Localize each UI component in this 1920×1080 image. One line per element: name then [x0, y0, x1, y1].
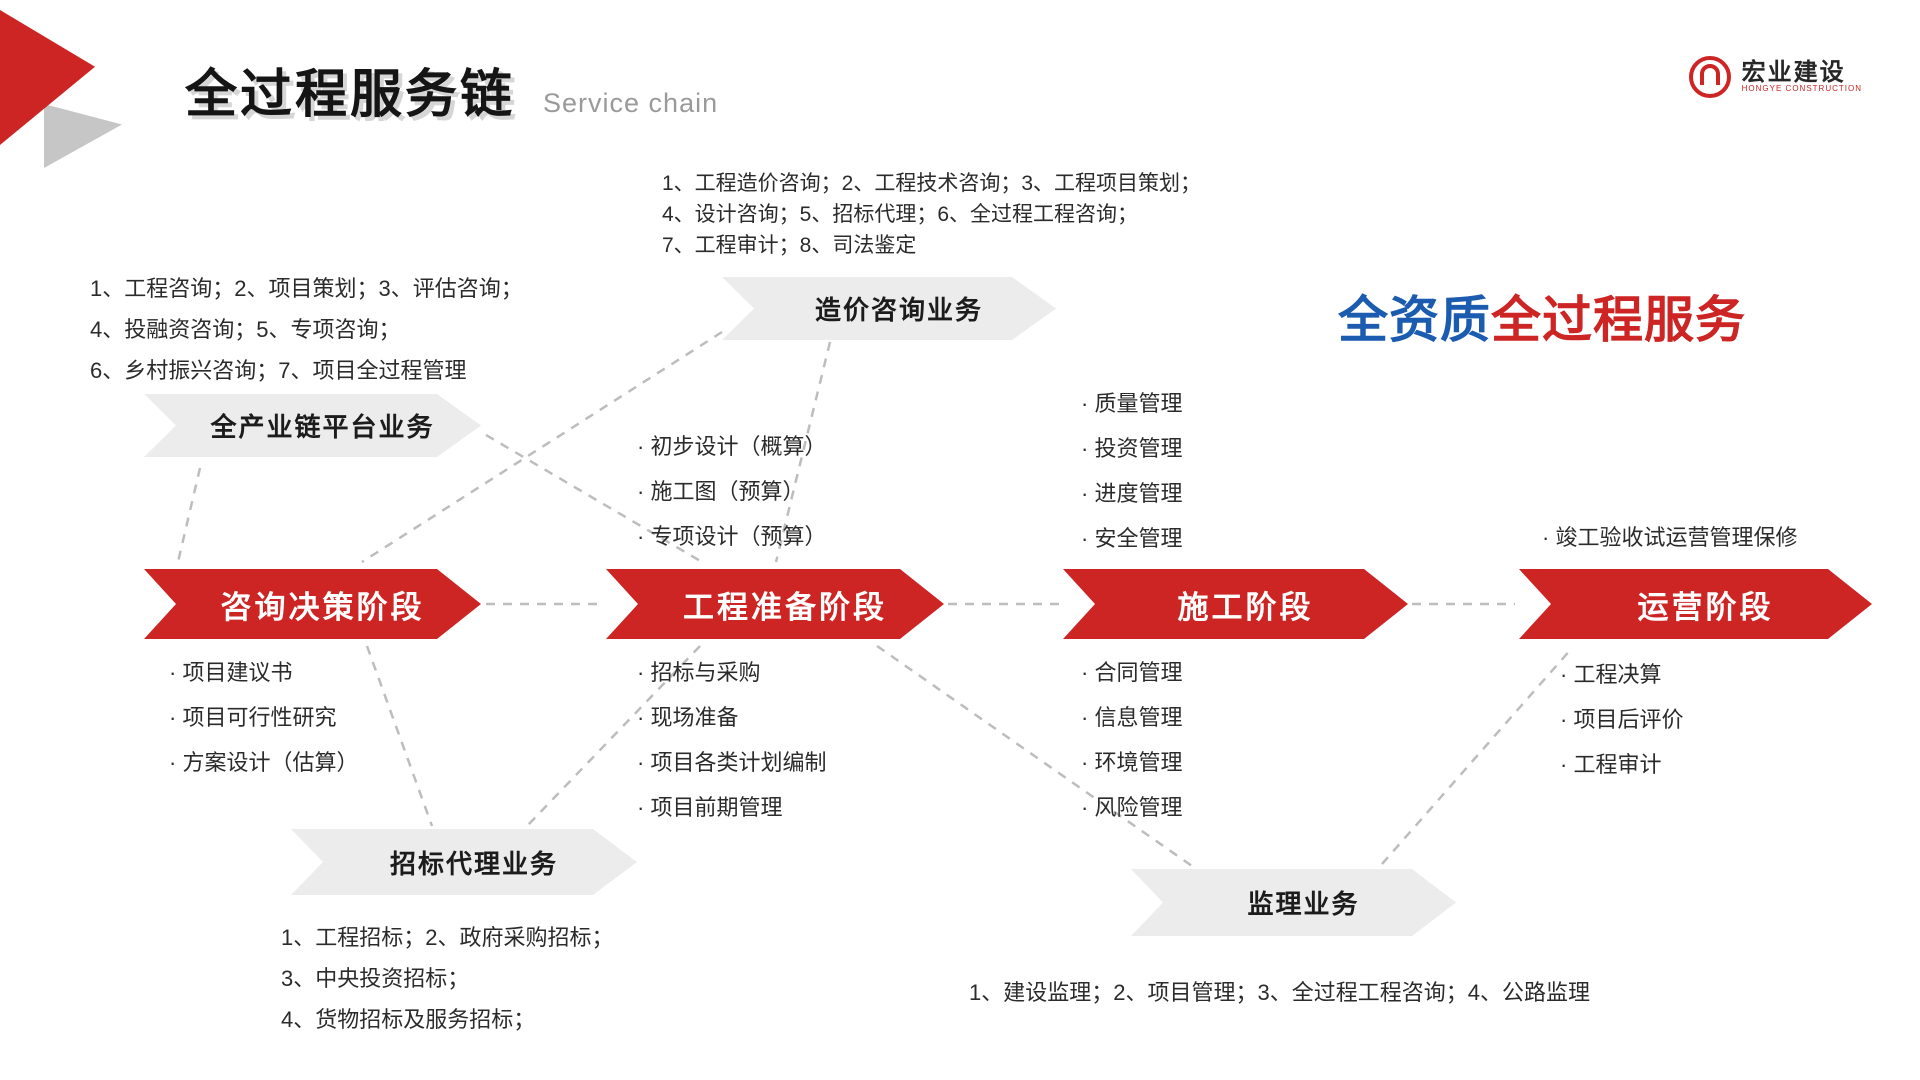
list-item: · 项目各类计划编制 — [637, 750, 827, 775]
banner-platform-business: 全产业链平台业务 — [144, 394, 481, 457]
banner-label: 造价咨询业务 — [814, 295, 983, 325]
logo-name: 宏业建设 — [1741, 59, 1846, 87]
list-item: · 项目前期管理 — [637, 795, 783, 820]
note-line: 7、工程审计；8、司法鉴定 — [662, 234, 917, 257]
list-item: · 方案设计（估算） — [169, 750, 359, 775]
stage-arrow-consulting: 咨询决策阶段 — [144, 569, 481, 639]
list-operation-above: · 竣工验收试运营管理保修 — [1542, 515, 1797, 560]
list-item: · 项目可行性研究 — [169, 705, 337, 730]
stage-label: 运营阶段 — [1637, 589, 1774, 625]
list-item: · 工程决算 — [1560, 662, 1662, 687]
banner-cost-consulting: 造价咨询业务 — [722, 277, 1056, 340]
headline: 全资质全过程服务 — [1338, 280, 1746, 352]
list-item: · 竣工验收试运营管理保修 — [1542, 525, 1798, 550]
list-item: · 招标与采购 — [637, 660, 761, 685]
note-line: 4、设计咨询；5、招标代理；6、全过程工程咨询； — [662, 203, 1139, 226]
note-line: 4、投融资咨询；5、专项咨询； — [90, 317, 401, 342]
list-item: · 进度管理 — [1081, 481, 1183, 506]
stage-label: 工程准备阶段 — [683, 589, 887, 625]
page-title: 全过程服务链 — [185, 66, 516, 124]
list-construction-above: · 质量管理 · 投资管理 · 进度管理 · 安全管理 — [1081, 381, 1182, 561]
note-line: 1、工程咨询；2、项目策划；3、评估咨询； — [90, 276, 523, 301]
list-item: · 施工图（预算） — [637, 479, 805, 504]
banner-label: 监理业务 — [1247, 889, 1360, 919]
stage-arrow-construction: 施工阶段 — [1063, 569, 1408, 639]
list-construction-below: · 合同管理 · 信息管理 · 环境管理 · 风险管理 — [1081, 650, 1182, 830]
list-item: · 安全管理 — [1081, 526, 1183, 551]
logo-subtext: HONGYE CONSTRUCTION — [1741, 84, 1862, 94]
list-preparation-above: · 初步设计（概算） · 施工图（预算） · 专项设计（预算） — [637, 424, 826, 559]
stage-label: 施工阶段 — [1177, 589, 1314, 625]
logo-icon — [1688, 56, 1731, 98]
list-item: · 专项设计（预算） — [637, 524, 827, 549]
list-item: · 投资管理 — [1081, 436, 1183, 461]
list-preparation-below: · 招标与采购 · 现场准备 · 项目各类计划编制 · 项目前期管理 — [637, 650, 826, 830]
note-bidding-agency: 1、工程招标；2、政府采购招标； 3、中央投资招标； 4、货物招标及服务招标； — [281, 917, 613, 1040]
note-platform-business: 1、工程咨询；2、项目策划；3、评估咨询； 4、投融资咨询；5、专项咨询； 6、… — [90, 268, 523, 391]
list-operation-below: · 工程决算 · 项目后评价 · 工程审计 — [1560, 652, 1683, 787]
note-line: 3、中央投资招标； — [281, 966, 470, 991]
list-item: · 风险管理 — [1081, 795, 1183, 820]
logo: 宏业建设 HONGYE CONSTRUCTION — [1687, 54, 1862, 100]
header: 全过程服务链 Service chain — [185, 52, 718, 127]
stage-arrow-preparation: 工程准备阶段 — [606, 569, 944, 639]
note-line: 6、乡村振兴咨询；7、项目全过程管理 — [90, 358, 467, 383]
banner-bidding-agency: 招标代理业务 — [291, 829, 637, 895]
banner-label: 全产业链平台业务 — [210, 412, 435, 442]
list-item: · 项目后评价 — [1560, 707, 1684, 732]
note-supervision: 1、建设监理；2、项目管理；3、全过程工程咨询；4、公路监理 — [969, 975, 1590, 1007]
list-item: · 项目建议书 — [169, 660, 293, 685]
headline-blue: 全资质 — [1338, 292, 1491, 348]
list-item: · 质量管理 — [1081, 391, 1183, 416]
stage-label: 咨询决策阶段 — [220, 589, 425, 625]
list-item: · 现场准备 — [637, 705, 739, 730]
note-line: 1、工程造价咨询；2、工程技术咨询；3、工程项目策划； — [662, 172, 1202, 195]
stage-arrow-operation: 运营阶段 — [1519, 569, 1872, 639]
list-item: · 工程审计 — [1560, 752, 1662, 777]
banner-label: 招标代理业务 — [389, 848, 558, 879]
banner-supervision: 监理业务 — [1131, 869, 1456, 936]
note-line: 1、工程招标；2、政府采购招标； — [281, 925, 614, 950]
list-consulting-below: · 项目建议书 · 项目可行性研究 · 方案设计（估算） — [169, 650, 358, 785]
list-item: · 环境管理 — [1081, 750, 1183, 775]
note-cost-consulting: 1、工程造价咨询；2、工程技术咨询；3、工程项目策划； 4、设计咨询；5、招标代… — [662, 168, 1201, 261]
note-line: 1、建设监理；2、项目管理；3、全过程工程咨询；4、公路监理 — [969, 980, 1590, 1005]
list-item: · 合同管理 — [1081, 660, 1183, 685]
list-item: · 初步设计（概算） — [637, 434, 827, 459]
note-line: 4、货物招标及服务招标； — [281, 1007, 536, 1032]
headline-red: 全过程服务 — [1491, 292, 1746, 348]
list-item: · 信息管理 — [1081, 705, 1183, 730]
page-subtitle: Service chain — [543, 88, 719, 118]
